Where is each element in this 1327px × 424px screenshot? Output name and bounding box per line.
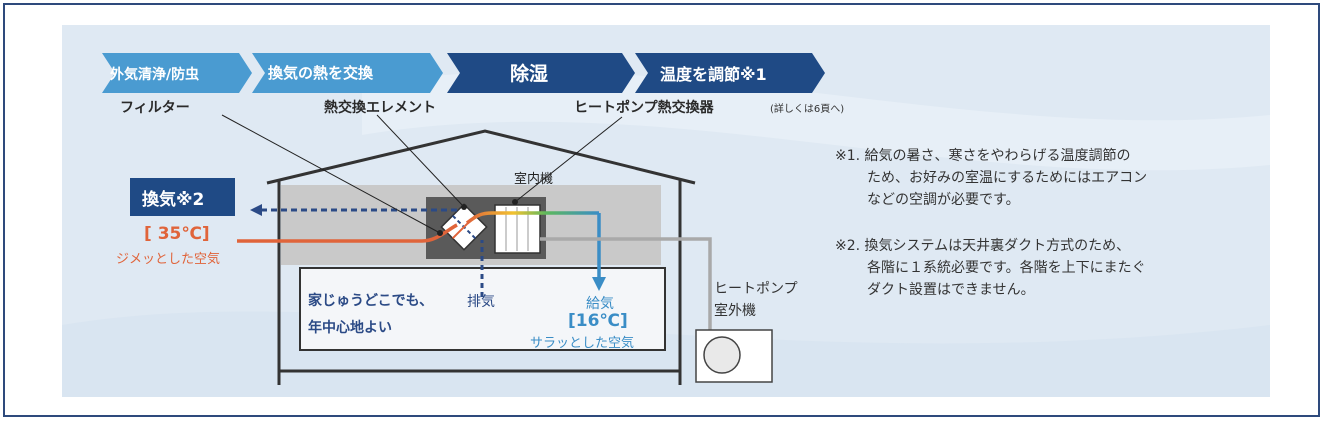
refrigerant-pipe bbox=[540, 237, 712, 333]
supply-air-line bbox=[465, 211, 599, 225]
exhaust-label-box bbox=[130, 178, 235, 216]
note-1-line1: ※1. 給気の暑さ、寒さをやわらげる温度調節の bbox=[835, 148, 1131, 164]
outdoor-unit-label-line2: 室外機 bbox=[714, 303, 756, 319]
leader-heat-element bbox=[376, 114, 465, 208]
room-text-line1: 家じゅうどこでも、 bbox=[308, 293, 434, 309]
chevron-heat-exchange bbox=[252, 53, 443, 93]
chevron-label-dehumidify: 除湿 bbox=[510, 63, 549, 85]
supply-temperature: [16℃] bbox=[568, 311, 628, 331]
note-2-line2: 各階に１系統必要です。各階を上下にまたぐ bbox=[867, 260, 1146, 276]
leader-dot bbox=[461, 204, 467, 210]
house-roof bbox=[266, 129, 696, 185]
outdoor-unit-fan bbox=[703, 336, 741, 374]
note-1-line2: ため、お好みの室温にするためにはエアコン bbox=[867, 170, 1148, 186]
filter-label: フィルター bbox=[120, 100, 190, 116]
chevron-label-heat-exchange: 換気の熱を交換 bbox=[268, 64, 374, 82]
exhaust-description: ジメッとした空気 bbox=[116, 252, 221, 267]
note-2-line3: ダクト設置はできません。 bbox=[867, 282, 1035, 298]
exhaust-label: 換気※2 bbox=[142, 190, 205, 210]
leader-dot bbox=[512, 199, 518, 205]
outer-frame bbox=[3, 3, 1320, 417]
leader-heat-pump bbox=[514, 116, 623, 203]
outside-air-line bbox=[237, 223, 458, 243]
living-room bbox=[299, 267, 666, 351]
chevron-label-filter: 外気清浄/防虫 bbox=[110, 67, 200, 83]
supply-arrowhead bbox=[592, 277, 606, 291]
supply-label: 給気 bbox=[586, 296, 614, 312]
diagram-panel: 外気清浄/防虫 換気の熱を交換 除湿 温度を調節※1 フィルター 熱交換エレメン… bbox=[62, 25, 1270, 397]
chevron-dehumidify bbox=[447, 53, 635, 93]
room-text-line2: 年中心地よい bbox=[308, 320, 392, 336]
chevron-temperature bbox=[635, 53, 825, 93]
exhaust-temperature: [ 35℃] bbox=[144, 224, 210, 244]
heat-pump-exchanger-note: (詳しくは6頁へ) bbox=[770, 104, 845, 115]
leader-filter bbox=[221, 114, 441, 234]
chevron-filter bbox=[102, 53, 252, 93]
chevron-label-temperature: 温度を調節※1 bbox=[660, 65, 767, 84]
bg-swoosh bbox=[362, 71, 1270, 171]
exhaust-arrowhead bbox=[250, 204, 262, 216]
note-1-line3: などの空調が必要です。 bbox=[867, 192, 1020, 208]
outdoor-unit-label-line1: ヒートポンプ bbox=[714, 281, 798, 297]
leader-dot bbox=[437, 230, 443, 236]
indoor-unit-label: 室内機 bbox=[514, 172, 554, 187]
supply-description: サラッとした空気 bbox=[530, 336, 635, 351]
heat-element-label: 熱交換エレメント bbox=[324, 100, 436, 116]
diagram-graphics bbox=[62, 53, 1270, 397]
indoor-exhaust-label: 排気 bbox=[467, 294, 495, 310]
note-2-line1: ※2. 換気システムは天井裏ダクト方式のため、 bbox=[835, 238, 1131, 254]
heat-pump-exchanger-label: ヒートポンプ熱交換器 bbox=[574, 100, 714, 116]
